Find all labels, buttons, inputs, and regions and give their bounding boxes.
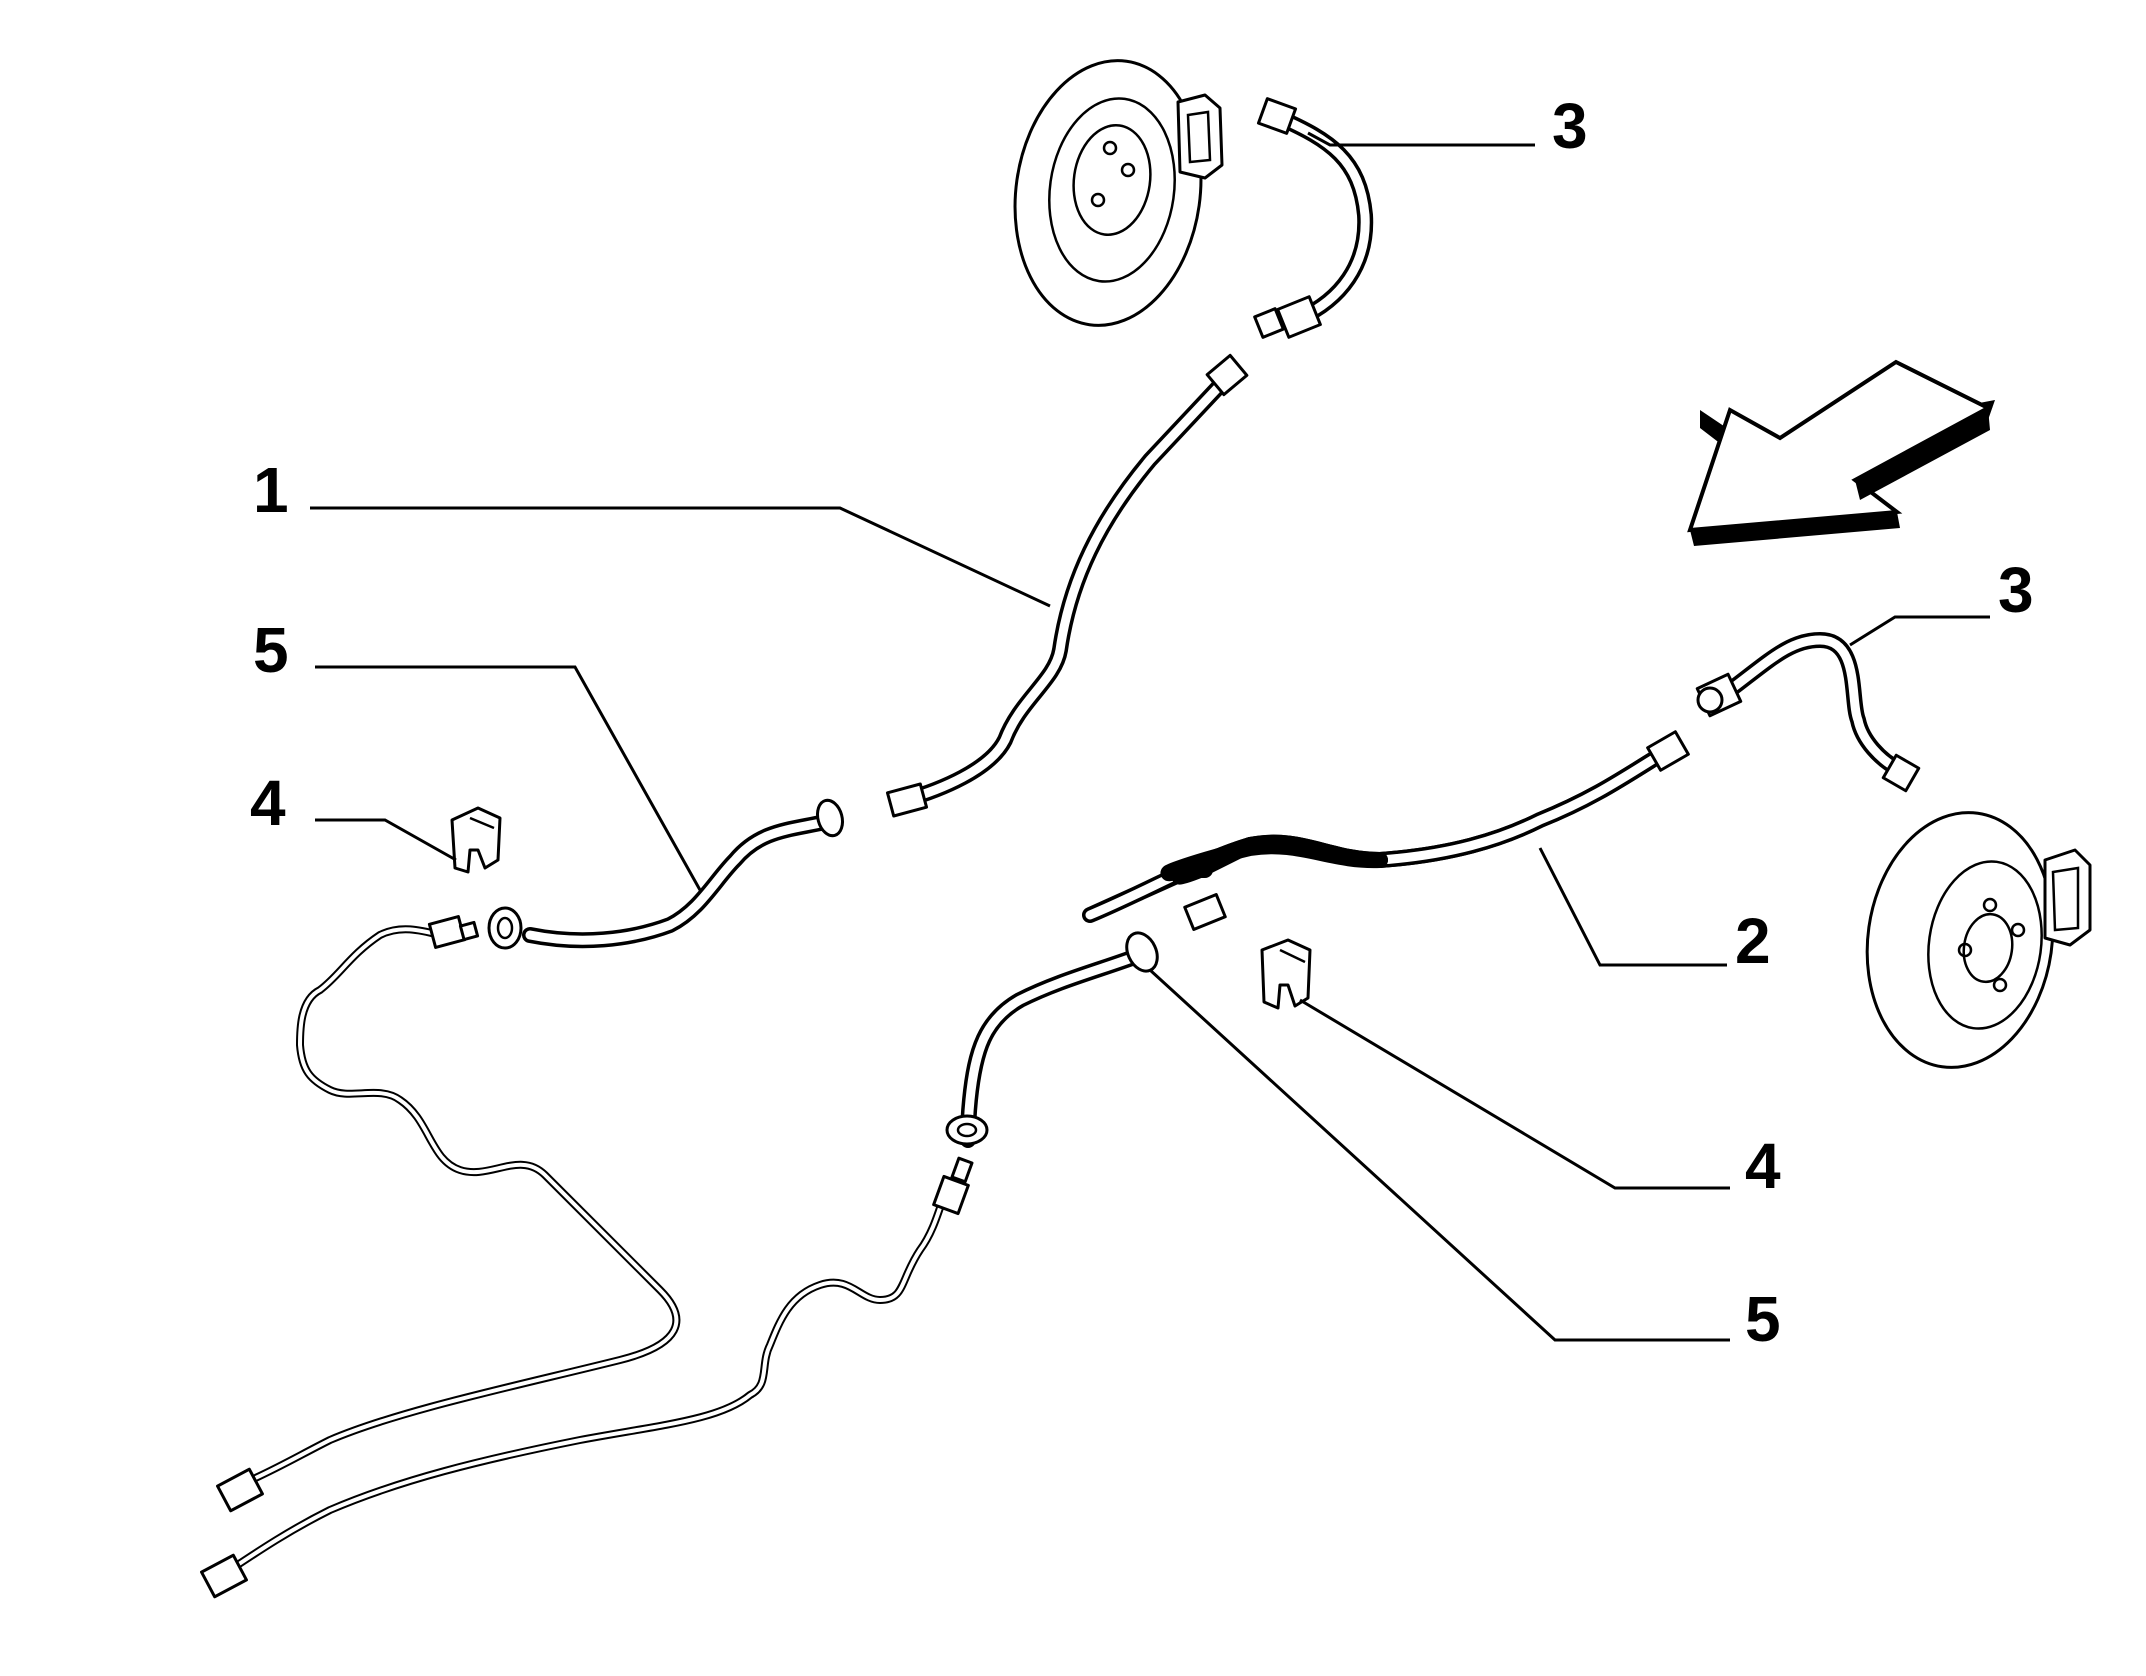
callout-3-top: 3	[1552, 90, 1588, 162]
brake-pipe-5-left	[487, 798, 844, 950]
callout-5-left: 5	[253, 614, 289, 686]
clip-right	[1260, 938, 1312, 1010]
callout-1: 1	[253, 454, 289, 526]
leader-4-left	[315, 818, 457, 862]
direction-arrow-icon	[1687, 359, 1995, 546]
brake-pipe-5-right	[945, 931, 1159, 1148]
callout-4-right: 4	[1745, 1130, 1781, 1202]
callout-2: 2	[1735, 905, 1771, 977]
callout-3-right: 3	[1998, 554, 2034, 626]
flex-hose-right	[1695, 632, 1921, 793]
fine-brake-line-left	[216, 915, 681, 1513]
clip-left	[450, 806, 502, 874]
brake-disc-right	[1865, 811, 2092, 1069]
brake-pipe-1	[885, 353, 1249, 818]
leader-lines	[310, 131, 1990, 1342]
callout-numbers: 1 5 4 3 3 2 4 5	[250, 90, 2034, 1355]
callout-5-right: 5	[1745, 1283, 1781, 1355]
fine-brake-line-right	[200, 1156, 974, 1599]
leader-1	[310, 506, 1051, 608]
brake-pipe-2	[1082, 730, 1690, 931]
brake-disc-top	[1013, 59, 1224, 327]
leader-4-right	[1299, 998, 1730, 1190]
leader-5-right	[1148, 968, 1730, 1342]
callout-4-left: 4	[250, 767, 286, 839]
leader-3-top	[1307, 131, 1535, 147]
leader-3-right	[1849, 615, 1990, 647]
leader-2	[1538, 847, 1727, 967]
leader-5-left	[315, 665, 702, 891]
